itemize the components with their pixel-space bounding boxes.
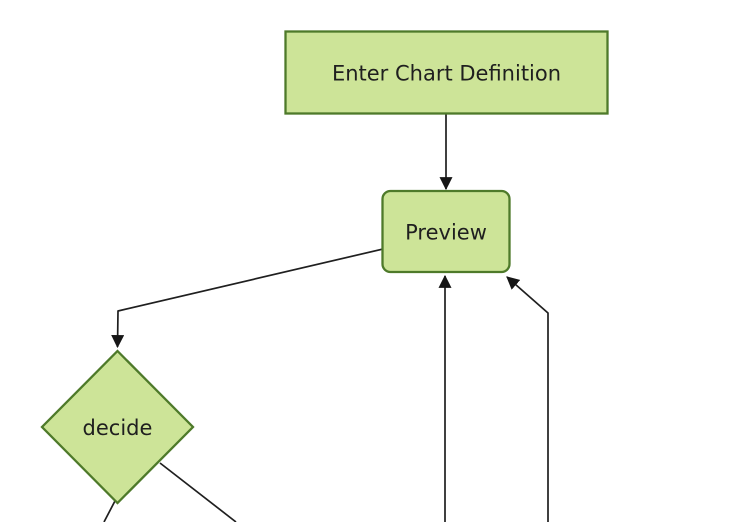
node-decide-label: decide: [83, 416, 153, 440]
node-preview-label: Preview: [405, 221, 487, 245]
node-decide: decide: [40, 349, 195, 505]
edge-preview-to-decide: [111, 248, 384, 349]
node-enter-chart-definition-label: Enter Chart Definition: [332, 62, 561, 86]
node-decide-shape: [40, 349, 195, 505]
edge-decide-to-offscreen-right: [159, 462, 237, 522]
edge-decide-to-offscreen-left: [103, 498, 117, 522]
node-enter-chart-definition-shape: [284, 30, 609, 115]
edge-bottom-right-to-preview: [506, 276, 549, 522]
node-preview-shape: [381, 189, 511, 274]
node-enter-chart-definition: Enter Chart Definition: [284, 30, 609, 115]
node-preview: Preview: [381, 189, 511, 274]
